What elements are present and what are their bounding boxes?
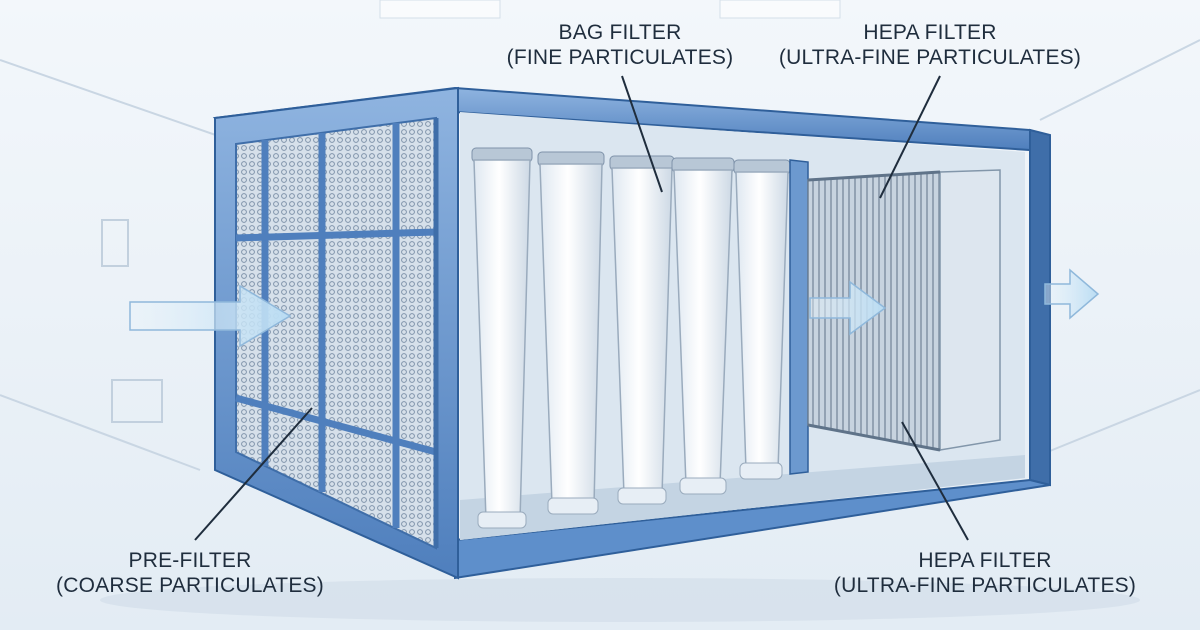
floor-shadow xyxy=(100,578,1140,622)
bag-filter-bank xyxy=(471,147,791,529)
housing-floor xyxy=(460,455,1025,540)
bag-filter-leader xyxy=(621,75,663,193)
hepa-top-label-title: HEPA FILTER xyxy=(863,21,997,44)
pre-filter-panel xyxy=(214,86,459,580)
airflow-in-arrow xyxy=(129,284,292,348)
bag-filter-label: BAG FILTER (FINE PARTICULATES) xyxy=(495,20,745,70)
airflow-out-arrow xyxy=(1044,268,1100,320)
hepa-bottom-label: HEPA FILTER (ULTRA-FINE PARTICULATES) xyxy=(820,548,1150,598)
housing-end xyxy=(1029,128,1051,487)
bag-filter-2 xyxy=(537,151,605,515)
bag-filter-3 xyxy=(609,155,675,505)
stage-divider xyxy=(789,159,809,475)
bag-filter-label-title: BAG FILTER xyxy=(558,21,682,44)
hepa-top-leader xyxy=(879,75,941,199)
pre-filter-label-sub: (COARSE PARTICULATES) xyxy=(56,574,324,597)
hepa-top-label: HEPA FILTER (ULTRA-FINE PARTICULATES) xyxy=(770,20,1090,70)
airflow-mid-arrow xyxy=(809,280,887,336)
hepa-bottom-label-title: HEPA FILTER xyxy=(918,549,1052,572)
bag-filter-1 xyxy=(471,147,533,529)
hepa-top-label-sub: (ULTRA-FINE PARTICULATES) xyxy=(778,46,1082,69)
pre-filter-leader xyxy=(194,407,313,541)
pre-filter-label: PRE-FILTER (COARSE PARTICULATES) xyxy=(40,548,340,598)
bag-filter-4 xyxy=(671,157,735,495)
hepa-bottom-label-sub: (ULTRA-FINE PARTICULATES) xyxy=(833,574,1137,597)
hepa-bottom-leader xyxy=(901,421,969,541)
pre-filter-label-title: PRE-FILTER xyxy=(128,549,252,572)
bag-filter-label-sub: (FINE PARTICULATES) xyxy=(506,46,734,69)
